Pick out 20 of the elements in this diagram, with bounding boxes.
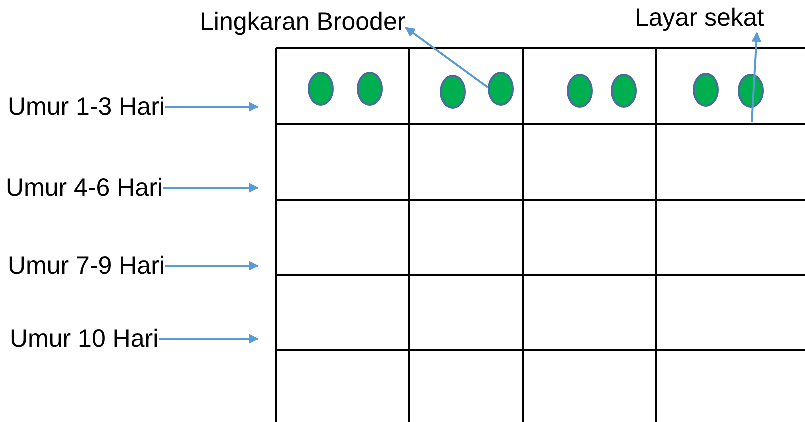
brooder-circle: [357, 72, 383, 106]
arrow: [159, 334, 259, 344]
arrow: [405, 27, 489, 88]
arrow: [163, 183, 259, 193]
label-text: Layar sekat: [635, 3, 764, 33]
brooder-circle: [611, 74, 637, 108]
brooder-circle: [488, 72, 514, 106]
brooder-circle: [567, 74, 593, 108]
label-text: Lingkaran Brooder: [200, 7, 406, 37]
brooder-circle: [440, 75, 466, 109]
arrow: [165, 261, 259, 271]
brooder-circle: [738, 74, 764, 108]
label-text: Umur 4-6 Hari: [6, 173, 163, 203]
arrow: [165, 102, 259, 112]
brooder-circle: [308, 72, 334, 106]
brooder-circle: [693, 73, 719, 107]
label-text: Umur 7-9 Hari: [8, 251, 165, 281]
label-text: Umur 10 Hari: [10, 324, 159, 354]
arrow: [751, 32, 762, 122]
label-text: Umur 1-3 Hari: [8, 92, 165, 122]
